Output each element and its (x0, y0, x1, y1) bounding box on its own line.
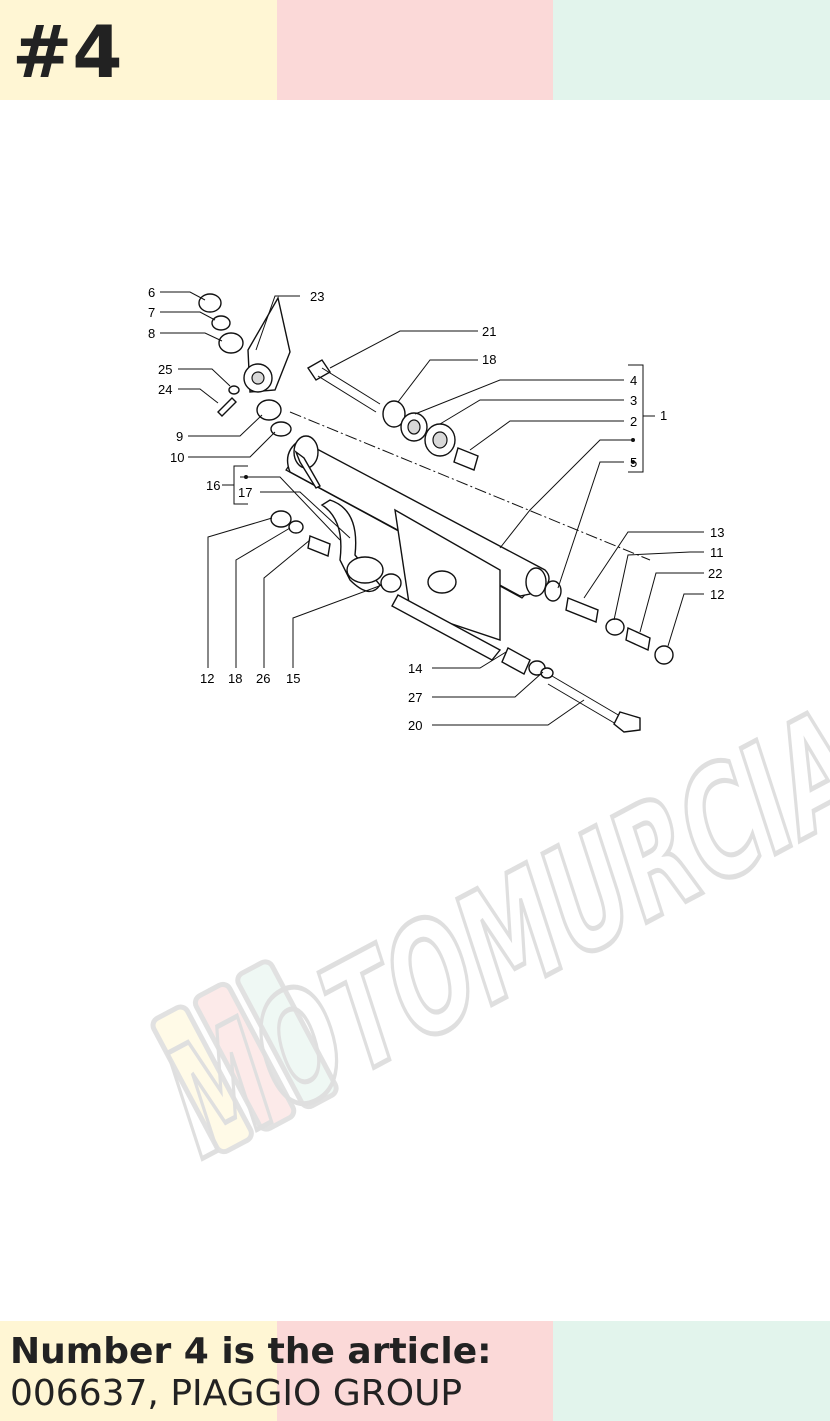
callout-labels: 1 2 3 4 5 6 7 8 9 10 11 12 12 13 14 15 1… (148, 285, 724, 733)
caption-title: Number 4 is the article: (10, 1331, 492, 1372)
caption-band-mint (553, 1321, 830, 1421)
callout-14: 14 (408, 661, 422, 676)
callout-6: 6 (148, 285, 155, 300)
callout-17: 17 (238, 485, 252, 500)
callout-20: 20 (408, 718, 422, 733)
callout-23: 23 (310, 289, 324, 304)
callout-11: 11 (710, 545, 724, 560)
callout-24: 24 (158, 382, 172, 397)
watermark-logo: MOTOMURCIA (148, 669, 830, 1199)
caption-band (0, 1321, 830, 1421)
callout-1: 1 (660, 408, 667, 423)
callout-22: 22 (708, 566, 722, 581)
callout-2: 2 (630, 414, 637, 429)
callout-9: 9 (176, 429, 183, 444)
caption-band-yellow (0, 1321, 277, 1421)
mounting-bracket (198, 293, 321, 489)
callout-16: 16 (206, 478, 220, 493)
band-pink (276, 0, 554, 100)
callout-18-bottom: 18 (228, 671, 242, 686)
callout-27: 27 (408, 690, 422, 705)
header-band (0, 0, 830, 100)
callout-7: 7 (148, 305, 155, 320)
callout-12-right: 12 (710, 587, 724, 602)
callout-12-left: 12 (200, 671, 214, 686)
exploded-parts-diagram: MOTOMURCIA (148, 285, 830, 1200)
leader-lines (160, 291, 704, 726)
callout-15: 15 (286, 671, 300, 686)
callout-21: 21 (482, 324, 496, 339)
caption-band-pink (276, 1321, 554, 1421)
caption-article: 006637, PIAGGIO GROUP (10, 1373, 463, 1414)
watermark-text: MOTOMURCIA (151, 672, 830, 1197)
lower-bolt-assembly (270, 510, 674, 733)
swing-arm (285, 435, 550, 661)
callout-4: 4 (630, 373, 637, 388)
callout-3: 3 (630, 393, 637, 408)
callout-5: 5 (630, 455, 637, 470)
callout-8: 8 (148, 326, 155, 341)
callout-18-top: 18 (482, 352, 496, 367)
band-yellow (0, 0, 277, 100)
callout-13: 13 (710, 525, 724, 540)
callout-26: 26 (256, 671, 270, 686)
callout-25: 25 (158, 362, 172, 377)
band-mint (553, 0, 830, 100)
item-number: #4 (12, 10, 123, 94)
callout-10: 10 (170, 450, 184, 465)
pivot-bolt-assembly (307, 359, 562, 602)
